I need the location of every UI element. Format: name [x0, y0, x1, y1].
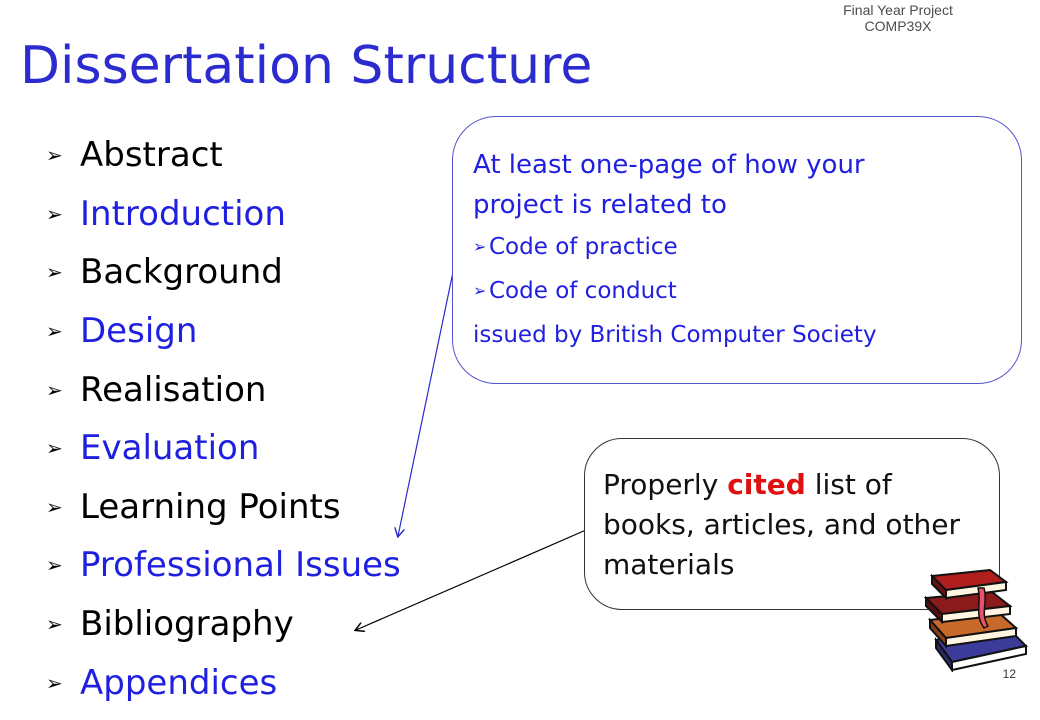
arrow-right-icon: ➢	[46, 201, 63, 226]
bullet-label: Introduction	[80, 193, 286, 234]
arrow-right-icon: ➢	[46, 670, 63, 695]
list-item: ➢ Learning Points	[46, 478, 401, 537]
list-item: ➢ Background	[46, 243, 401, 302]
callout-text-after: list of books, articles, and other mater…	[603, 468, 961, 581]
slide-title: Dissertation Structure	[20, 36, 593, 96]
bullet-label: Abstract	[80, 135, 223, 176]
bullet-label: Learning Points	[80, 486, 341, 527]
list-item: ➢ Evaluation	[46, 419, 401, 478]
arrow-right-icon: ➢	[46, 377, 63, 402]
page-number: 12	[1002, 667, 1016, 681]
callout-line: At least one-page of how your	[473, 150, 865, 180]
callout-text-before: Properly	[603, 468, 728, 501]
connector-line-bibliography	[356, 529, 587, 630]
cited-highlight: cited	[727, 468, 806, 501]
course-header: Final Year Project COMP39X	[768, 2, 1028, 34]
bibliography-callout: Properly cited list of books, articles, …	[584, 438, 1000, 610]
list-item: ➢ Bibliography	[46, 595, 401, 654]
callout-item-label: Code of conduct	[489, 278, 677, 304]
arrow-right-icon: ➢	[46, 143, 63, 168]
callout-footer: issued by British Computer Society	[473, 322, 877, 348]
arrow-right-icon: ➢	[46, 260, 63, 285]
connector-line-professional-issues	[398, 247, 459, 536]
callout-item: ➢Code of conduct	[473, 269, 1011, 313]
arrow-right-icon: ➢	[46, 494, 63, 519]
course-name: Final Year Project	[843, 2, 953, 18]
list-item: ➢ Professional Issues	[46, 536, 401, 595]
bullet-label: Background	[80, 252, 283, 293]
list-item: ➢ Realisation	[46, 360, 401, 419]
structure-list: ➢ Abstract ➢ Introduction ➢ Background ➢ Des…	[46, 126, 401, 712]
arrow-right-icon: ➢	[46, 319, 63, 344]
list-item: ➢ Introduction	[46, 185, 401, 244]
list-item: ➢ Design	[46, 302, 401, 361]
course-code: COMP39X	[864, 18, 932, 34]
callout-line: project is related to	[473, 190, 727, 220]
bullet-label: Realisation	[80, 369, 267, 410]
callout-item-label: Code of practice	[489, 234, 678, 260]
bullet-label: Bibliography	[80, 604, 294, 645]
arrow-right-icon: ➢	[46, 553, 63, 578]
arrow-right-icon: ➢	[46, 436, 63, 461]
bullet-label: Professional Issues	[80, 545, 401, 586]
list-item: ➢ Abstract	[46, 126, 401, 185]
arrow-right-icon: ➢	[46, 612, 63, 637]
books-stack-icon	[923, 568, 1029, 672]
callout-item: ➢Code of practice	[473, 225, 1011, 269]
bullet-label: Evaluation	[80, 428, 260, 469]
arrow-right-icon: ➢	[473, 281, 487, 300]
bullet-label: Design	[80, 311, 198, 352]
list-item: ➢ Appendices	[46, 653, 401, 712]
professional-issues-callout: At least one-page of how your project is…	[452, 116, 1022, 384]
bullet-label: Appendices	[80, 662, 278, 703]
arrow-right-icon: ➢	[473, 237, 487, 256]
